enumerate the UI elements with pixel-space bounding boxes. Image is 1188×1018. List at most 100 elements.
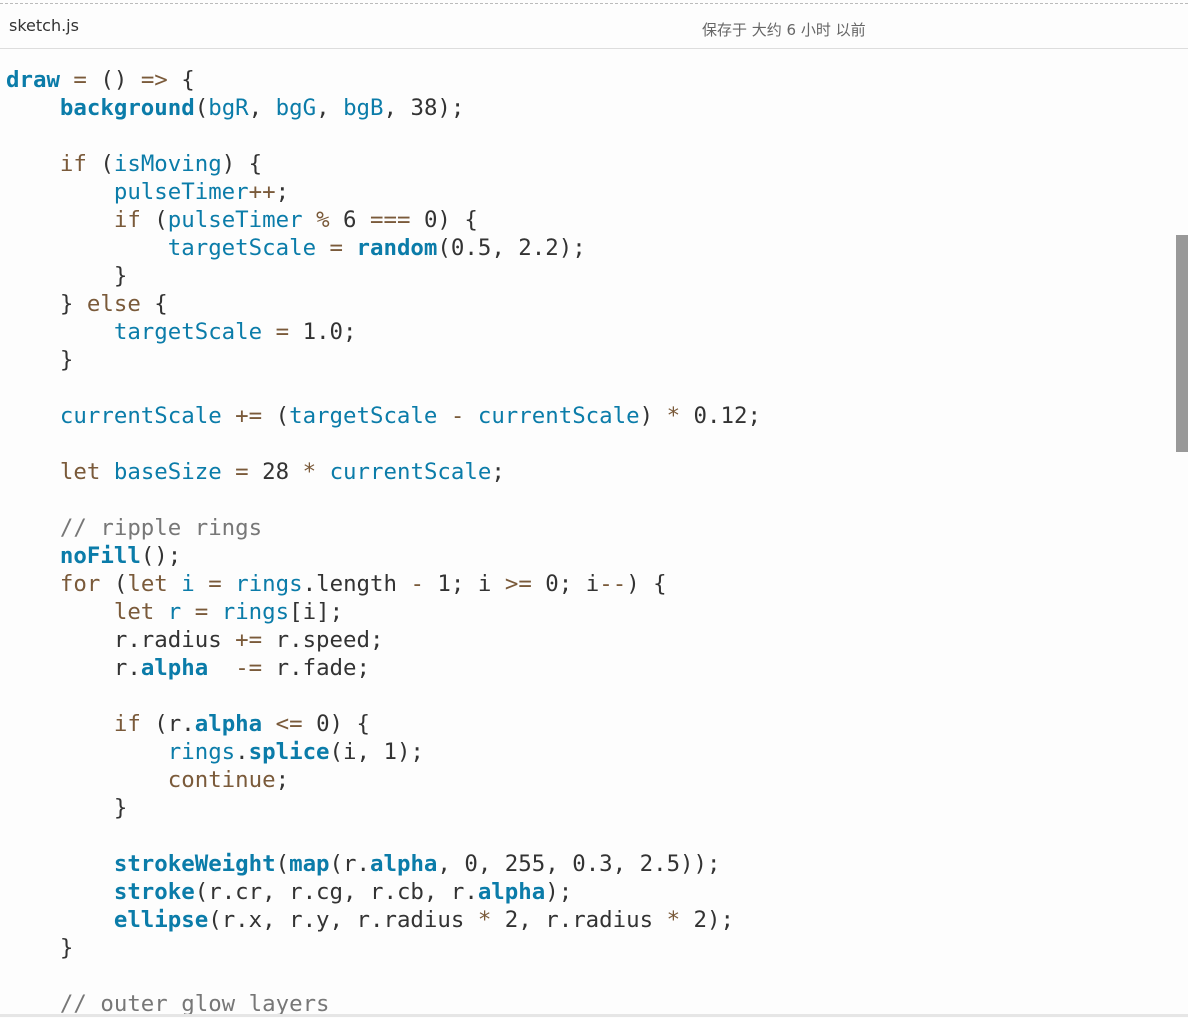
code-text — [6, 571, 60, 597]
code-function: noFill — [59, 543, 141, 569]
code-operator: * — [477, 907, 492, 933]
code-text: r.speed; — [262, 627, 384, 653]
code-line[interactable]: // outer glow layers — [6, 990, 761, 1018]
code-operator: = — [316, 235, 357, 261]
code-function: background — [59, 95, 195, 121]
code-line[interactable]: targetScale = random(0.5, 2.2); — [6, 234, 761, 262]
code-function: map — [289, 851, 330, 877]
file-name-tab[interactable]: sketch.js — [9, 16, 79, 35]
code-line[interactable]: if (pulseTimer % 6 === 0) { — [6, 206, 761, 234]
code-text: } — [6, 291, 87, 317]
code-operator: >= — [504, 571, 532, 597]
code-line[interactable]: let baseSize = 28 * currentScale; — [6, 458, 761, 486]
code-variable: isMoving — [113, 151, 222, 177]
code-line[interactable]: } — [6, 262, 761, 290]
code-line[interactable]: pulseTimer++; — [6, 178, 761, 206]
code-line[interactable]: ellipse(r.x, r.y, r.radius * 2, r.radius… — [6, 906, 761, 934]
code-text — [6, 879, 114, 905]
code-variable: targetScale — [167, 235, 317, 261]
code-text: ; — [275, 767, 290, 793]
code-line[interactable]: rings.splice(i, 1); — [6, 738, 761, 766]
code-variable: rings — [221, 599, 290, 625]
code-text: ) { — [626, 571, 667, 597]
code-comment: // outer glow layers — [59, 991, 330, 1017]
code-operator: += — [221, 403, 276, 429]
code-line[interactable] — [6, 122, 761, 150]
code-line[interactable] — [6, 962, 761, 990]
code-editor[interactable]: draw = () => { background(bgR, bgG, bgB,… — [6, 66, 761, 1018]
code-line[interactable]: noFill(); — [6, 542, 761, 570]
code-operator: % — [302, 207, 344, 233]
code-line[interactable]: // ripple rings — [6, 514, 761, 542]
code-keyword: if — [113, 207, 141, 233]
code-text: ) { — [221, 151, 263, 177]
code-line[interactable]: targetScale = 1.0; — [6, 318, 761, 346]
code-text: (r.x, r.y, r.radius — [208, 907, 478, 933]
code-operator: = — [221, 459, 263, 485]
code-keyword: if — [59, 151, 87, 177]
code-operator: += — [235, 627, 263, 653]
code-text: (i, 1); — [329, 739, 424, 765]
code-text — [100, 459, 113, 485]
code-keyword: let — [59, 459, 101, 485]
code-variable: rings — [235, 571, 303, 597]
code-text — [6, 711, 114, 737]
code-line[interactable]: currentScale += (targetScale - currentSc… — [6, 402, 761, 430]
code-line[interactable]: } — [6, 934, 761, 962]
code-text: ); — [545, 879, 573, 905]
code-line[interactable]: let r = rings[i]; — [6, 598, 761, 626]
code-text: } — [6, 935, 74, 961]
code-line[interactable] — [6, 374, 761, 402]
code-text: ( — [275, 403, 290, 429]
code-text — [6, 515, 60, 541]
code-line[interactable]: stroke(r.cr, r.cg, r.cb, r.alpha); — [6, 878, 761, 906]
code-operator: * — [302, 459, 317, 485]
code-operator: * — [666, 907, 681, 933]
code-text — [6, 767, 168, 793]
code-line[interactable]: for (let i = rings.length - 1; i >= 0; i… — [6, 570, 761, 598]
code-function: strokeWeight — [113, 851, 276, 877]
code-operator: -= — [235, 655, 263, 681]
code-variable: bgR — [208, 95, 249, 121]
code-line[interactable]: r.radius += r.speed; — [6, 626, 761, 654]
code-text: (r.cr, r.cg, r.cb, r. — [194, 879, 478, 905]
code-variable: currentScale — [59, 403, 222, 429]
code-operator: -- — [599, 571, 627, 597]
code-text: [i]; — [289, 599, 344, 625]
code-text: 1.0; — [302, 319, 357, 345]
code-text — [208, 655, 235, 681]
code-text — [6, 599, 114, 625]
code-line[interactable] — [6, 822, 761, 850]
code-line[interactable]: r.alpha -= r.fade; — [6, 654, 761, 682]
code-line[interactable]: } — [6, 794, 761, 822]
code-keyword: for — [59, 571, 101, 597]
code-text: 1; i — [423, 571, 505, 597]
code-text: (r. — [329, 851, 370, 877]
code-line[interactable] — [6, 486, 761, 514]
code-line[interactable]: } — [6, 346, 761, 374]
code-text: 0.12; — [680, 403, 761, 429]
code-text — [6, 403, 60, 429]
code-variable: rings — [167, 739, 236, 765]
code-text: 2); — [680, 907, 734, 933]
code-line[interactable]: } else { — [6, 290, 761, 318]
code-line[interactable]: background(bgR, bgG, bgB, 38); — [6, 94, 761, 122]
code-text: 0) { — [302, 711, 370, 737]
code-text: 0; i — [531, 571, 600, 597]
code-line[interactable]: draw = () => { — [6, 66, 761, 94]
code-line[interactable] — [6, 682, 761, 710]
code-line[interactable]: if (r.alpha <= 0) { — [6, 710, 761, 738]
bottom-border — [0, 1014, 1188, 1017]
code-line[interactable]: strokeWeight(map(r.alpha, 0, 255, 0.3, 2… — [6, 850, 761, 878]
code-text — [316, 459, 329, 485]
vertical-scrollbar[interactable] — [1176, 235, 1188, 452]
code-operator: - — [437, 403, 478, 429]
code-function: draw — [6, 67, 60, 93]
code-text — [6, 907, 114, 933]
code-line[interactable]: continue; — [6, 766, 761, 794]
code-line[interactable]: if (isMoving) { — [6, 150, 761, 178]
code-text — [6, 543, 60, 569]
code-text: .length — [302, 571, 411, 597]
code-variable: bgB — [343, 95, 384, 121]
code-line[interactable] — [6, 430, 761, 458]
